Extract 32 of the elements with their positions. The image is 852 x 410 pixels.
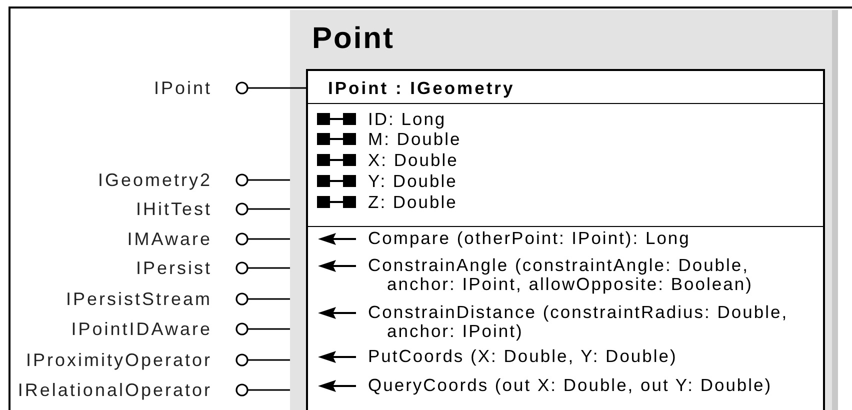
interface-connector — [236, 232, 290, 246]
class-box — [306, 69, 825, 410]
component-panel — [290, 10, 838, 410]
property-text: Z: Double — [368, 192, 458, 212]
interface-connector — [236, 174, 290, 186]
interface-name: IProximityOperator — [10, 350, 236, 370]
interface-name: IMAware — [10, 229, 236, 249]
method-text: Compare (otherPoint: IPoint): Long — [368, 229, 692, 248]
interface-connector — [236, 354, 290, 366]
interface-name: IRelationalOperator — [10, 380, 236, 400]
interface-name: IPersistStream — [10, 289, 236, 309]
property-text: M: Double — [368, 129, 462, 149]
interface-name: IPersist — [10, 258, 236, 278]
interface-connector — [236, 262, 290, 274]
method-text: QueryCoords (out X: Double, out Y: Double) — [368, 376, 774, 395]
property-text: X: Double — [368, 150, 458, 170]
interface-connector — [236, 322, 290, 336]
interface-name: IPointIDAware — [10, 319, 236, 339]
component-title: Point — [312, 24, 394, 54]
property-text: ID: Long — [368, 109, 446, 129]
interface-connector — [236, 384, 290, 396]
interface-name: IHitTest — [10, 199, 236, 219]
interface-connector — [236, 82, 306, 94]
property-text: Y: Double — [368, 171, 458, 191]
method-text: ConstrainDistance (constraintRadius: Double, anchor: IPoint) — [368, 303, 790, 341]
interface-connector — [236, 292, 290, 306]
method-text: ConstrainAngle (constraintAngle: Double, anchor: IPoint, allowOpposite: Boolean) — [368, 256, 754, 294]
class-name: IPoint : IGeometry — [328, 78, 515, 98]
method-text: PutCoords (X: Double, Y: Double) — [368, 347, 678, 366]
interface-name: IPoint — [10, 78, 236, 98]
interface-connector — [236, 202, 290, 216]
interface-name: IGeometry2 — [10, 170, 236, 190]
